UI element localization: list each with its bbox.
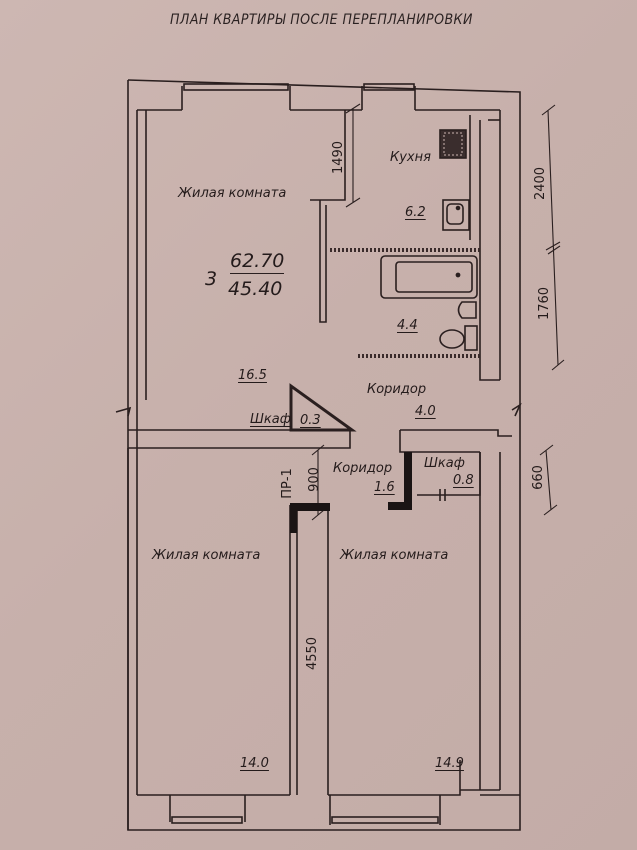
room-area-corridor-small: 1.6 (374, 480, 395, 495)
room-label-closet-small: Шкаф (250, 412, 291, 427)
total-area: 62.70 (230, 250, 285, 274)
dim-right-lower: 1760 (537, 286, 553, 321)
dim-bedroom-length: 4550 (305, 636, 321, 671)
dim-door-opening: 900 (306, 467, 322, 492)
plan-title: ПЛАН КВАРТИРЫ ПОСЛЕ ПЕРЕПЛАНИРОВКИ (170, 12, 473, 28)
room-area-closet-right: 0.8 (453, 473, 474, 488)
room-label-living-main: Жилая комната (178, 186, 287, 201)
dim-kitchen-height: 1490 (331, 140, 347, 175)
room-label-closet-right: Шкаф (424, 456, 465, 471)
room-label-corridor-small: Коридор (333, 461, 393, 476)
room-area-living-left: 14.0 (240, 756, 269, 771)
dim-right-small: 660 (530, 465, 546, 490)
room-label-living-left: Жилая комната (152, 548, 261, 563)
room-area-bathroom: 4.4 (397, 318, 418, 333)
partition-mark: ПР-1 (279, 468, 295, 499)
dim-right-upper: 2400 (533, 166, 549, 201)
room-area-living-right: 14.9 (435, 756, 464, 771)
room-label-corridor-main: Коридор (367, 382, 427, 397)
room-area-closet-small: 0.3 (300, 413, 321, 428)
room-label-living-right: Жилая комната (340, 548, 449, 563)
room-area-corridor-main: 4.0 (415, 404, 436, 419)
room-label-kitchen: Кухня (390, 150, 431, 165)
living-area: 45.40 (228, 278, 283, 300)
room-area-kitchen: 6.2 (405, 205, 426, 220)
rooms-count: 3 (205, 268, 218, 290)
room-area-living-main: 16.5 (238, 368, 267, 383)
